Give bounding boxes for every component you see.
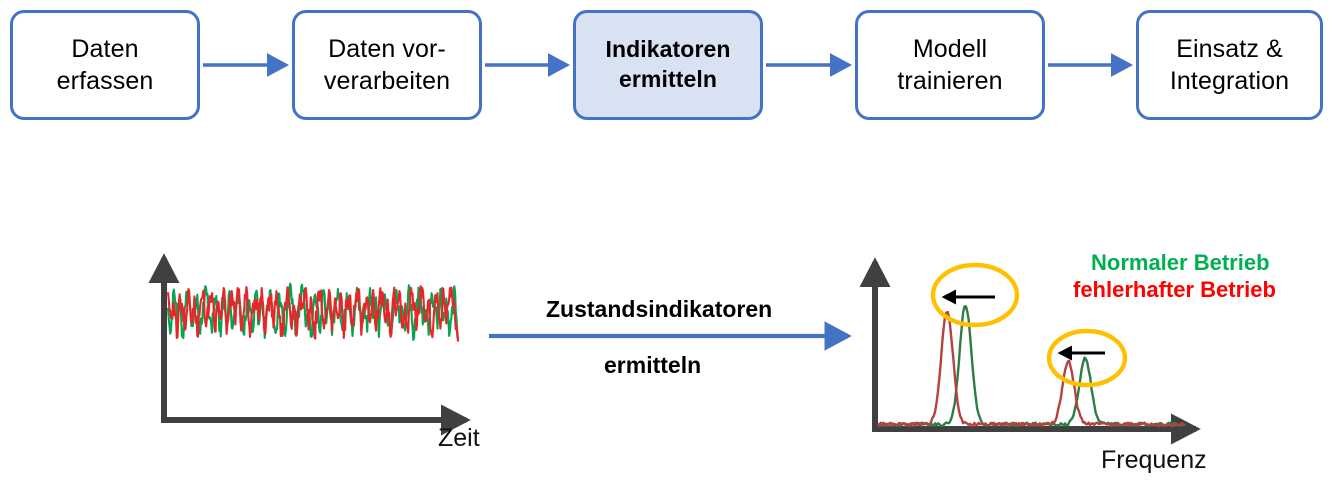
flow-step-label: Einsatz & Integration <box>1169 34 1290 96</box>
spectrum-fehlerhafter-betrieb <box>876 310 1186 428</box>
flow-step-label: Daten erfassen <box>56 34 154 96</box>
right-chart-xlabel: Frequenz <box>1101 446 1207 474</box>
flow-step-daten-vorverarbeiten[interactable]: Daten vor- verarbeiten <box>292 10 482 120</box>
flow-step-label: Daten vor- verarbeiten <box>323 34 451 96</box>
transform-label-line1: Zustandsindikatoren <box>546 296 773 322</box>
legend-item-normaler-betrieb: Normaler Betrieb <box>1091 250 1270 275</box>
left-chart-xlabel: Zeit <box>438 424 480 452</box>
series-normaler-betrieb <box>166 282 460 341</box>
peak-shift-ellipse-2 <box>1046 328 1128 388</box>
flow-step-indikatoren-ermitteln[interactable]: Indikatoren ermitteln <box>573 10 763 120</box>
flow-step-label: Modell trainieren <box>897 34 1003 96</box>
peak-shift-ellipse-1 <box>930 262 1020 328</box>
legend-item-fehlerhafter-betrieb: fehlerhafter Betrieb <box>1073 277 1276 302</box>
time-domain-chart <box>148 253 471 436</box>
spectrum-normaler-betrieb <box>877 305 1186 428</box>
flow-step-label: Indikatoren ermitteln <box>605 36 731 92</box>
flow-step-einsatz-integration[interactable]: Einsatz & Integration <box>1136 10 1323 120</box>
series-fehlerhafter-betrieb <box>166 285 460 342</box>
flow-step-daten-erfassen[interactable]: Daten erfassen <box>10 10 200 120</box>
flow-step-modell-trainieren[interactable]: Modell trainieren <box>855 10 1045 120</box>
transform-label-line2: ermitteln <box>604 352 702 378</box>
